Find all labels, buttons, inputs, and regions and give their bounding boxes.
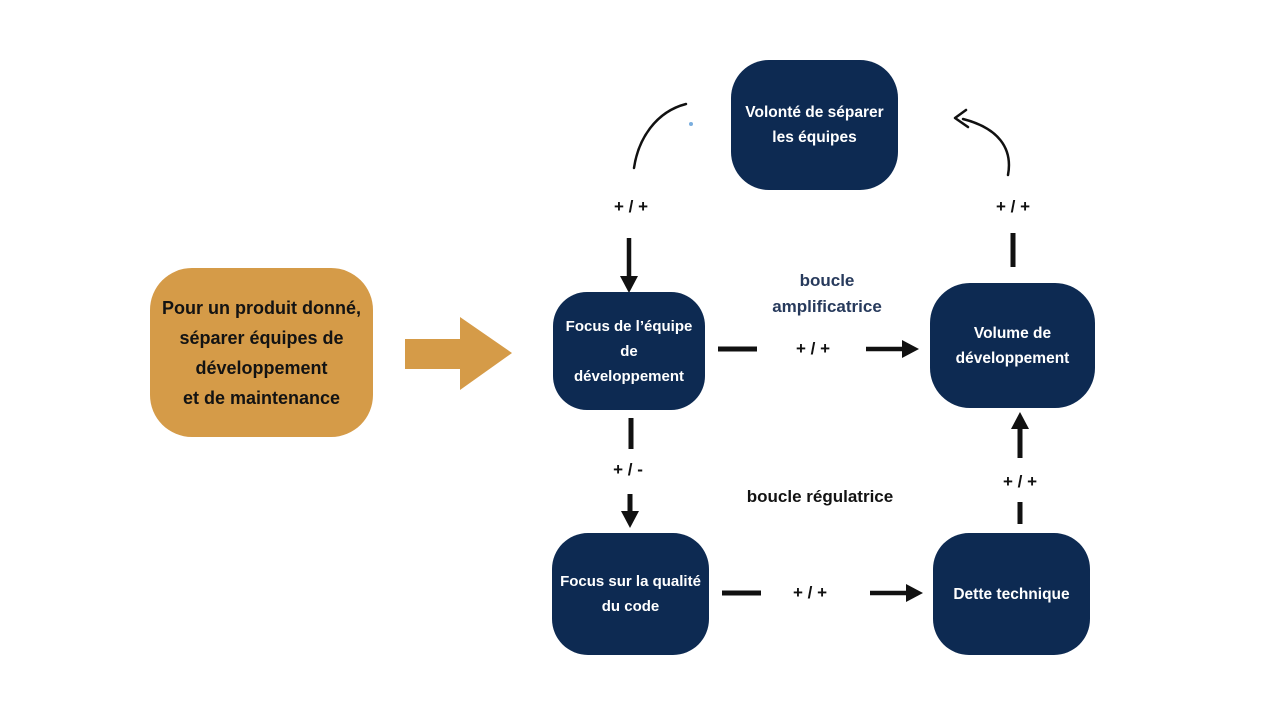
- edge-label-volume-to-volonte: + / +: [995, 197, 1031, 216]
- edge-label-focus-to-qualite: + / -: [613, 460, 643, 479]
- node-dette-technique: Dette technique: [933, 533, 1090, 655]
- premise-box: Pour un produit donné, séparer équipes d…: [150, 268, 373, 437]
- stray-blue-dot: [689, 122, 693, 126]
- loop-label-amplifying: boucle amplificatrice: [772, 271, 882, 316]
- arc-volonte-left: [632, 102, 688, 170]
- node-volonte-de-separer: Volonté de séparer les équipes: [731, 60, 898, 190]
- arrowhead-volonte-to-focus: [620, 276, 638, 293]
- edge-label-focus-to-volume: + / +: [795, 339, 831, 358]
- arrowhead-focus-to-qualite: [621, 511, 639, 528]
- edge-label-volonte-to-focus: + / +: [613, 197, 649, 216]
- edge-label-dette-to-volume: + / +: [1002, 472, 1038, 491]
- node-volume-developpement: Volume de développement: [930, 283, 1095, 408]
- arc-volume-to-volonte: [961, 117, 1011, 177]
- arrowhead-volume-to-volonte: [953, 108, 970, 129]
- arrowhead-focus-to-volume: [902, 340, 919, 358]
- arrowhead-qualite-to-dette: [906, 584, 923, 602]
- loop-label-balancing: boucle régulatrice: [746, 487, 894, 506]
- big-right-arrow-icon: [405, 317, 512, 390]
- node-focus-qualite-code: Focus sur la qualité du code: [552, 533, 709, 655]
- arrowhead-dette-to-volume: [1011, 412, 1029, 429]
- edge-label-qualite-to-dette: + / +: [792, 583, 828, 602]
- node-focus-equipe-developpement: Focus de l’équipe de développement: [553, 292, 705, 410]
